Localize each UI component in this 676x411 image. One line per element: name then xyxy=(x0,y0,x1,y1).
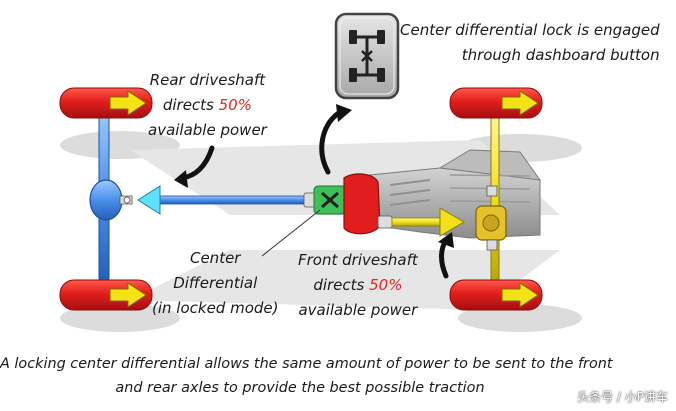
transfer-case xyxy=(343,173,381,235)
wheel-front-left xyxy=(449,87,543,119)
wheel-rear-right xyxy=(59,279,153,311)
rear-power-arrow xyxy=(137,185,161,215)
right-arrow-icon xyxy=(501,282,539,308)
rear-label-line-2: directs 50% xyxy=(148,93,267,118)
rear-label-prefix: directs xyxy=(162,96,219,114)
lock-note: Center differential lock is engaged thro… xyxy=(400,18,660,68)
right-arrow-icon xyxy=(109,282,147,308)
rear-power-percent: 50% xyxy=(218,96,252,114)
rear-differential xyxy=(89,179,123,221)
watermark: 头条号 / 小P讲车 xyxy=(577,390,668,404)
lock-note-line-2: through dashboard button xyxy=(461,46,660,64)
front-label-line-3: available power xyxy=(298,301,418,319)
wheel-front-right xyxy=(449,279,543,311)
4wd-lock-button-icon xyxy=(334,12,400,100)
front-power-percent: 50% xyxy=(369,276,403,294)
front-label-line-1: Front driveshaft xyxy=(298,251,418,269)
rear-label-line-1: Rear driveshaft xyxy=(149,71,266,89)
rear-driveshaft-label: Rear driveshaft directs 50% available po… xyxy=(148,68,267,143)
front-axle xyxy=(475,111,507,283)
wheel-rear-left xyxy=(59,87,153,119)
center-diff-line-1: Center xyxy=(189,249,241,267)
center-diff-line-3: (in locked mode) xyxy=(152,299,279,317)
locked-x-icon xyxy=(321,191,339,209)
front-label-line-2: directs 50% xyxy=(298,273,418,298)
lock-note-line-1: Center differential lock is engaged xyxy=(400,21,660,39)
caption-line-2: and rear axles to provide the best possi… xyxy=(115,380,485,396)
rear-label-line-3: available power xyxy=(148,121,267,139)
pointer-arrows xyxy=(174,104,454,279)
center-differential-label: Center Differential (in locked mode) xyxy=(152,246,278,321)
diagram-caption: A locking center differential allows the… xyxy=(0,352,613,400)
center-differential xyxy=(313,173,381,235)
center-diff-leader-line xyxy=(261,209,321,257)
front-power-arrow xyxy=(439,207,465,237)
right-arrow-icon xyxy=(109,90,147,116)
right-arrow-icon xyxy=(501,90,539,116)
caption-line-1: A locking center differential allows the… xyxy=(0,356,613,372)
front-label-prefix: directs xyxy=(313,276,370,294)
front-driveshaft-label: Front driveshaft directs 50% available p… xyxy=(298,248,418,323)
front-driveshaft xyxy=(377,207,465,237)
center-diff-line-2: Differential xyxy=(173,274,258,292)
